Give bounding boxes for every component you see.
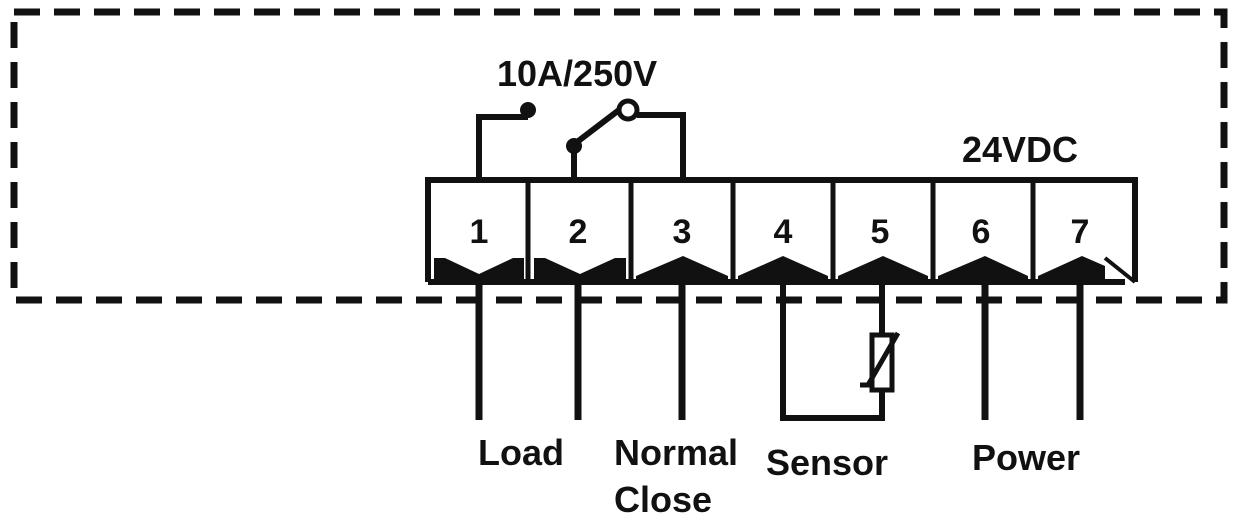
relay-contact <box>476 98 686 180</box>
terminal-clamp-4 <box>738 256 828 282</box>
load-label: Load <box>478 432 564 473</box>
thermistor-symbol <box>860 331 901 393</box>
power-label: Power <box>972 437 1080 478</box>
terminal-clamp-3 <box>636 256 728 282</box>
terminal-clamp-1 <box>434 258 524 280</box>
relay-rating-label: 10A/250V <box>497 53 657 94</box>
sensor-loop-wire <box>780 282 885 421</box>
terminal-clamp-6 <box>938 256 1028 282</box>
normal-close-label-line1: Normal <box>614 432 738 473</box>
terminal-number: 2 <box>569 213 588 251</box>
terminal-clamp-5 <box>838 256 928 282</box>
terminal-clamp-7 <box>1038 256 1105 282</box>
terminal-clamp-2 <box>534 258 626 280</box>
terminal-number: 7 <box>1071 213 1090 251</box>
terminal-number: 6 <box>972 213 991 251</box>
terminal-number: 5 <box>871 213 890 251</box>
terminal-number: 4 <box>774 213 793 251</box>
power-rating-label: 24VDC <box>962 129 1078 170</box>
terminal-number: 1 <box>470 213 489 251</box>
terminal-number: 3 <box>673 213 692 251</box>
terminal-screw-clamps <box>434 256 1105 282</box>
sensor-label: Sensor <box>766 442 888 483</box>
terminal-dividers <box>525 180 1036 282</box>
external-wires <box>475 282 1084 421</box>
controller-housing-outline <box>10 8 1228 304</box>
normal-close-label-line2: Close <box>614 479 712 520</box>
